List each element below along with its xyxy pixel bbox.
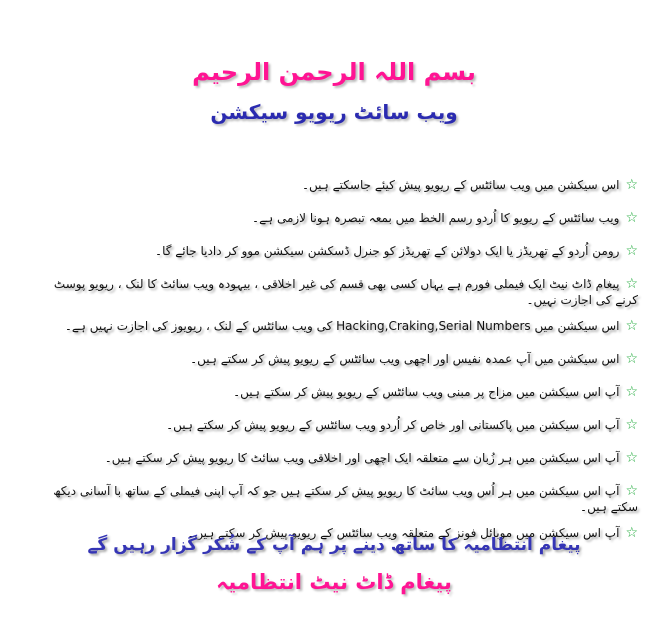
star-icon: ☆ xyxy=(625,483,638,499)
star-icon: ☆ xyxy=(625,177,638,193)
rule-item: ☆ آپ اس سیکشن میں ہر زُبان سے متعلقہ ایک … xyxy=(28,445,638,478)
star-icon: ☆ xyxy=(625,243,638,259)
rules-list: ☆ اس سیکشن میں ویب سائٹس کے ریویو پیش کیئ… xyxy=(28,172,638,553)
star-icon: ☆ xyxy=(625,384,638,400)
star-icon: ☆ xyxy=(625,450,638,466)
rule-text: اس سیکشن میں Hacking,Craking,Serial Numb… xyxy=(64,319,620,333)
rule-text: اس سیکشن میں آپ عمدہ نفیس اور اچھی ویب س… xyxy=(190,352,620,366)
rule-item: ☆پیغام ڈاٹ نیٹ ایک فیملی فورم ہے یہاں کس… xyxy=(28,271,638,313)
rule-text: آپ اس سیکشن میں ہر اُس ویب سائٹ کا ریویو… xyxy=(53,484,638,514)
rule-item: ☆ آپ اس سیکشن میں موبائل فونز کے متعلقہ و… xyxy=(28,520,638,553)
rule-item: ☆ اس سیکشن میں ویب سائٹس کے ریویو پیش کیئ… xyxy=(28,172,638,205)
rule-text: آپ اس سیکشن میں موبائل فونز کے متعلقہ وی… xyxy=(187,526,620,540)
rule-text: آپ اس سیکشن میں ہر زُبان سے متعلقہ ایک ا… xyxy=(104,451,620,465)
star-icon: ☆ xyxy=(625,276,638,292)
rule-text: آپ اس سیکشن میں پاکستانی اور خاص کر اُرد… xyxy=(166,418,620,432)
rule-item: ☆ ویب سائٹس کے ریویو کا اُردو رسم الخط می… xyxy=(28,205,638,238)
star-icon: ☆ xyxy=(625,417,638,433)
rule-item: ☆ اس سیکشن میں آپ عمدہ نفیس اور اچھی ویب … xyxy=(28,346,638,379)
rule-item: ☆ آپ اس سیکشن میں مزاح پر مبنی ویب سائٹس … xyxy=(28,379,638,412)
star-icon: ☆ xyxy=(625,318,638,334)
rule-item: ☆ رومن اُردو کے تھریڈز یا ایک دولائن کے ت… xyxy=(28,238,638,271)
rule-item: ☆ آپ اس سیکشن میں پاکستانی اور خاص کر اُر… xyxy=(28,412,638,445)
star-icon: ☆ xyxy=(625,351,638,367)
rule-text: آپ اس سیکشن میں مزاح پر مبنی ویب سائٹس ک… xyxy=(233,385,620,399)
star-icon: ☆ xyxy=(625,525,638,541)
thanks-message: پیغام انتظامیہ کا ساتھ دینے پر ہم آپ کے … xyxy=(87,535,581,555)
rule-text: رومن اُردو کے تھریڈز یا ایک دولائن کے تھ… xyxy=(155,244,620,258)
rule-text: پیغام ڈاٹ نیٹ ایک فیملی فورم ہے یہاں کسی… xyxy=(53,277,638,307)
rule-item: ☆ اس سیکشن میں Hacking,Craking,Serial Num… xyxy=(28,313,638,346)
page-subtitle: ویب سائٹ ریویو سیکشن xyxy=(210,100,458,124)
rule-item: ☆آپ اس سیکشن میں ہر اُس ویب سائٹ کا ریوی… xyxy=(28,478,638,520)
page-title: بسم اللہ الرحمن الرحیم xyxy=(192,58,476,86)
signature: پیغام ڈاٹ نیٹ انتظامیہ xyxy=(216,570,452,594)
star-icon: ☆ xyxy=(625,210,638,226)
rule-text: اس سیکشن میں ویب سائٹس کے ریویو پیش کیئے… xyxy=(302,178,620,192)
rule-text: ویب سائٹس کے ریویو کا اُردو رسم الخط میں… xyxy=(252,211,620,225)
